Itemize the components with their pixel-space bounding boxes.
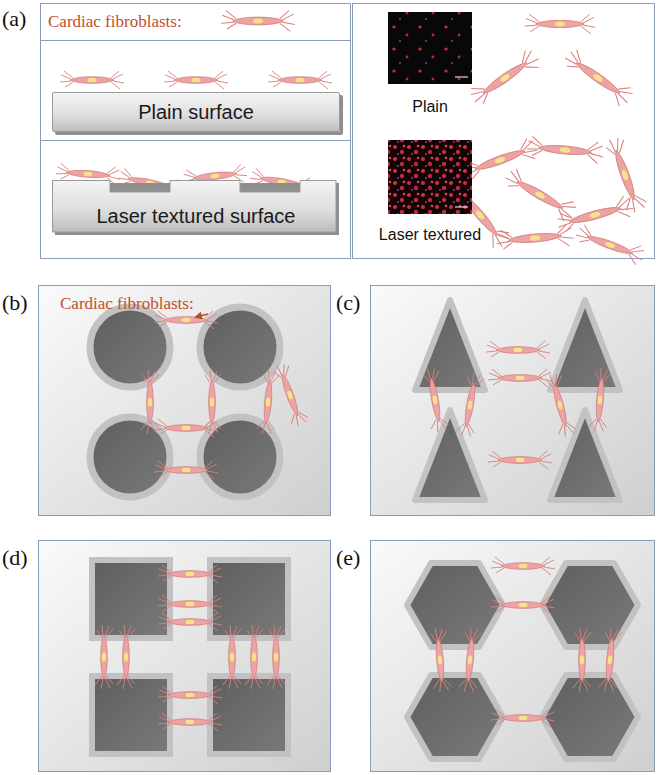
panel-letter: (c) xyxy=(336,290,360,316)
panel-letter: (d) xyxy=(2,545,28,571)
panel-letter: (e) xyxy=(336,545,360,571)
cell-label: Cardiac fibroblasts: xyxy=(60,294,194,314)
node-text: Laser textured surface xyxy=(97,205,296,228)
panel-frame xyxy=(40,4,655,259)
textured-substrate-slab: Laser textured surface xyxy=(52,180,340,236)
image-caption: Plain xyxy=(412,98,448,116)
circle-texture-panel xyxy=(39,286,331,516)
image-caption: Laser textured xyxy=(379,226,481,244)
node-text: Plain surface xyxy=(138,101,254,124)
micrograph xyxy=(388,12,472,214)
hexagon-texture-panel xyxy=(371,541,655,772)
node-text: Cardiac fibroblasts: xyxy=(48,12,182,32)
substrate-slab: Plain surface xyxy=(52,92,340,132)
square-texture-panel xyxy=(39,541,331,772)
panel-letter: (b) xyxy=(2,290,28,316)
legend-panel: Cardiac fibroblasts: xyxy=(40,3,230,40)
triangle-texture-panel xyxy=(371,286,655,516)
panel-letter: (a) xyxy=(2,6,26,32)
